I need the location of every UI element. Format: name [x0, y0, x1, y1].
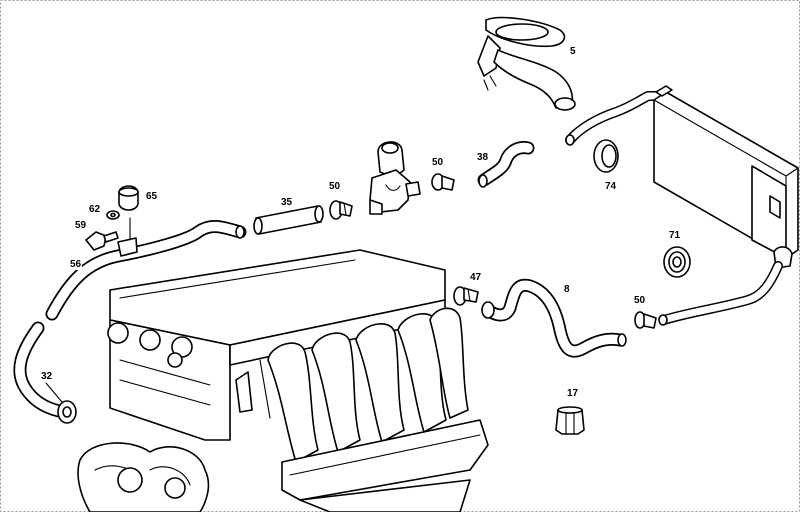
callout-50-middle: 50: [431, 157, 445, 168]
callout-35: 35: [280, 197, 294, 208]
callout-62: 62: [88, 204, 102, 215]
grommet-71: [663, 246, 691, 278]
mount-17: [555, 406, 585, 435]
clamp-50-right: [634, 311, 657, 329]
callout-8: 8: [563, 284, 571, 295]
fasteners: [85, 185, 139, 251]
hose-8: [481, 278, 627, 358]
valve-assembly: [369, 141, 421, 215]
hose-38: [477, 141, 535, 188]
hose-5: [477, 16, 576, 111]
callout-74: 74: [604, 181, 618, 192]
intake-manifold: [267, 307, 489, 512]
callout-56: 56: [69, 259, 83, 270]
callout-71: 71: [668, 230, 682, 241]
callout-17: 17: [566, 388, 580, 399]
hose-32: [13, 321, 77, 424]
clamp-50-middle: [431, 173, 455, 191]
callout-47: 47: [469, 272, 483, 283]
hose-56: [45, 220, 247, 321]
heater-core: [653, 85, 799, 269]
lower-components: [77, 442, 210, 512]
heater-pipe-lower: [658, 261, 783, 326]
callout-32: 32: [40, 371, 54, 382]
callout-50-left: 50: [328, 181, 342, 192]
clamp-50-left: [329, 200, 353, 220]
grommet-74: [593, 139, 619, 173]
callout-59: 59: [74, 220, 88, 231]
leader-lines: [45, 217, 131, 403]
clamp-47: [453, 286, 479, 306]
pipe-35: [253, 205, 324, 235]
callout-5: 5: [569, 46, 577, 57]
callout-65: 65: [145, 191, 159, 202]
callout-38: 38: [476, 152, 490, 163]
callout-50-right: 50: [633, 295, 647, 306]
heater-pipe-upper: [565, 91, 667, 146]
